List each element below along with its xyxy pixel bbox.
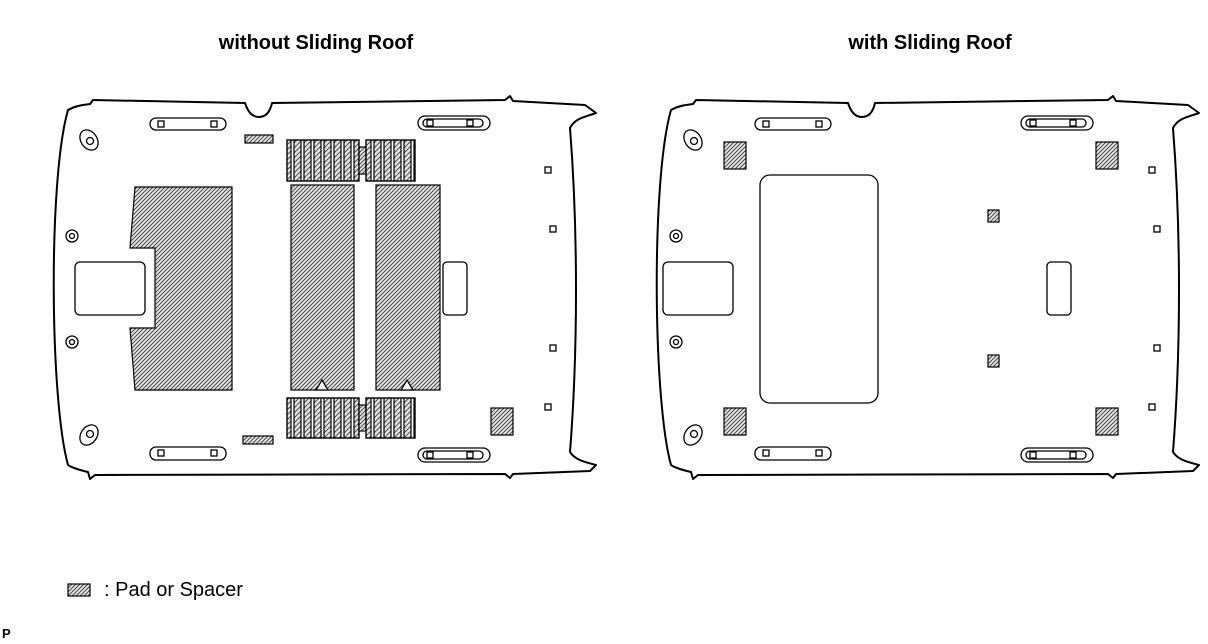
- panel-with-sliding-roof: [655, 95, 1200, 480]
- pad-small-lower: [987, 354, 1000, 368]
- ribbed-pad-bottom-connector: [358, 404, 367, 432]
- assist-grip-slot: [149, 446, 227, 461]
- clip-square: [549, 344, 557, 352]
- clip-square: [1153, 225, 1161, 233]
- pad-square-rear: [490, 407, 514, 436]
- clip-hole: [65, 229, 79, 243]
- clip-hole: [65, 335, 79, 349]
- clip-square: [544, 403, 552, 411]
- title-with-sliding-roof: with Sliding Roof: [847, 32, 1012, 54]
- clip-hole: [669, 229, 683, 243]
- assist-grip-slot: [417, 447, 491, 463]
- ribbed-pad-top-right: [365, 139, 416, 182]
- legend-swatch: [67, 583, 91, 597]
- pad-center-strip-right: [375, 184, 441, 391]
- pad-rear-right: [1095, 407, 1119, 436]
- clip-square: [1148, 166, 1156, 174]
- front-opening: [662, 261, 734, 316]
- visor-holder-mount: [683, 129, 703, 151]
- pad-small-top: [244, 134, 274, 144]
- room-light-opening: [1046, 261, 1072, 316]
- ribbed-pad-bottom-left: [286, 397, 360, 439]
- assist-grip-slot: [149, 117, 227, 131]
- legend: : Pad or Spacer: [67, 579, 243, 601]
- figure-code: P: [2, 626, 11, 641]
- sliding-roof-opening: [759, 174, 879, 404]
- ribbed-pad-top-left: [286, 139, 360, 182]
- panel-without-sliding-roof: [52, 95, 597, 480]
- pad-center-strip-left: [290, 184, 355, 391]
- clip-square: [549, 225, 557, 233]
- strip-notch: [399, 378, 415, 391]
- visor-holder-mount: [79, 424, 99, 446]
- pad-small-upper: [987, 209, 1000, 223]
- title-without-sliding-roof: without Sliding Roof: [218, 32, 414, 54]
- assist-grip-slot: [1020, 115, 1094, 131]
- assist-grip-slot: [754, 117, 832, 131]
- pad-rear-large: [129, 186, 233, 391]
- strip-notch: [314, 378, 330, 391]
- clip-hole: [669, 335, 683, 349]
- visor-holder-mount: [683, 424, 703, 446]
- pad-small-bottom: [242, 435, 274, 445]
- assist-grip-slot: [417, 115, 491, 131]
- front-opening: [74, 261, 146, 316]
- ribbed-pad-bottom-right: [365, 397, 416, 439]
- assist-grip-slot: [1020, 447, 1094, 463]
- room-light-opening: [442, 261, 468, 316]
- pad-rear-left: [1095, 141, 1119, 170]
- ribbed-pad-top-connector: [358, 146, 367, 175]
- clip-square: [544, 166, 552, 174]
- pad-front-right: [723, 407, 747, 436]
- clip-square: [1153, 344, 1161, 352]
- legend-label: : Pad or Spacer: [104, 579, 243, 601]
- pad-front-left: [723, 141, 747, 170]
- assist-grip-slot: [754, 446, 832, 461]
- clip-square: [1148, 403, 1156, 411]
- visor-holder-mount: [79, 129, 99, 151]
